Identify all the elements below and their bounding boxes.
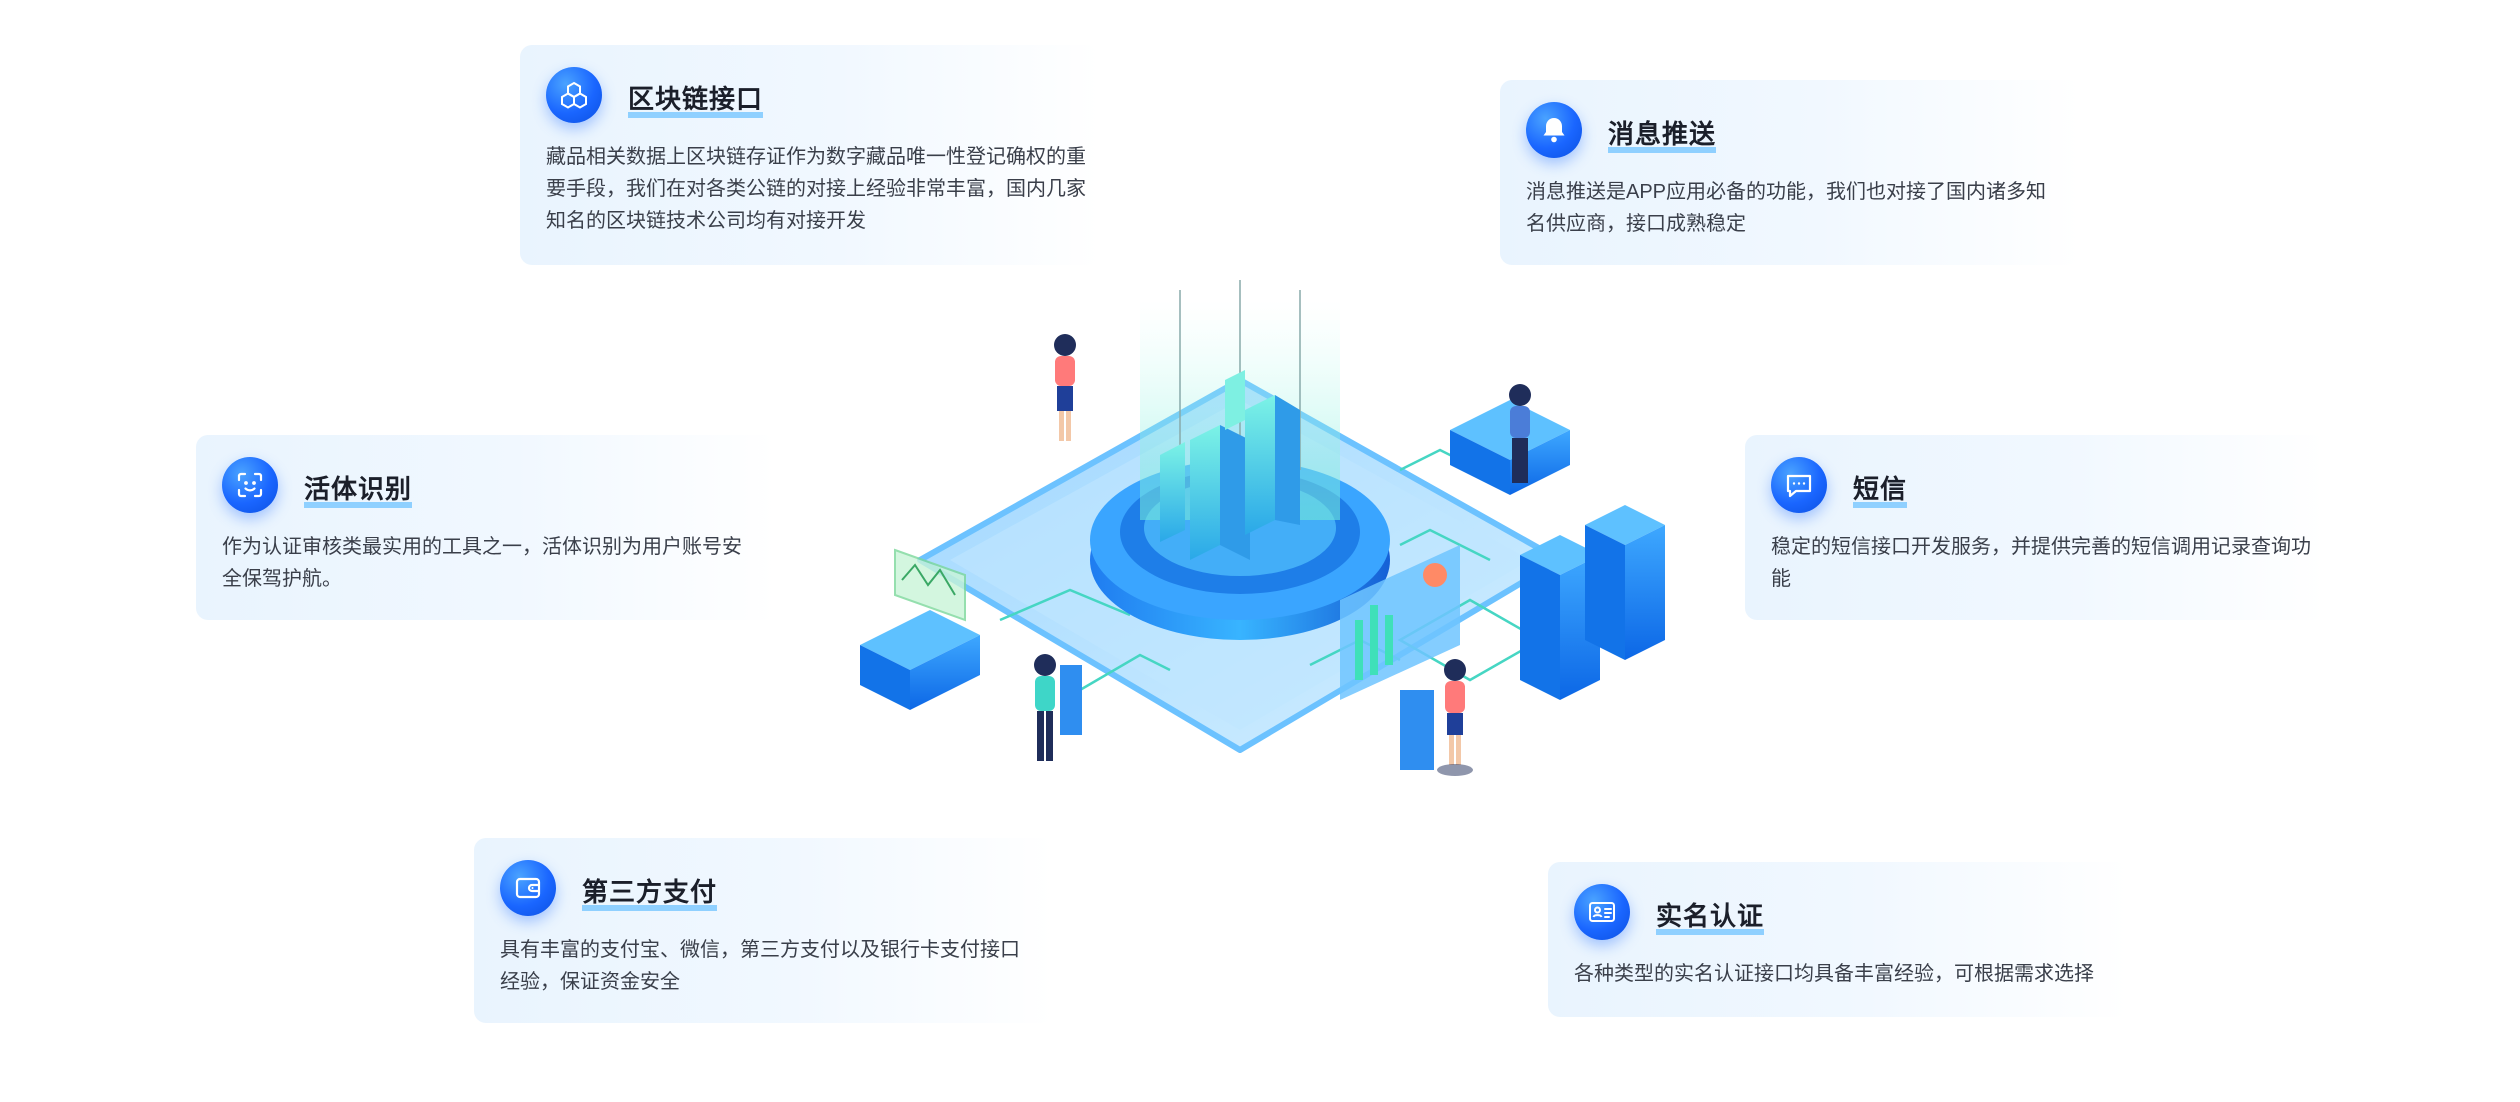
card-title: 消息推送 [1608,114,1717,153]
feature-card-realname: 实名认证 各种类型的实名认证接口均具备丰富经验，可根据需求选择 [1548,862,2128,1017]
isometric-server-illustration [860,280,1665,776]
face-scan-icon [222,457,278,513]
card-description: 藏品相关数据上区块链存证作为数字藏品唯一性登记确权的重要手段，我们在对各类公链的… [546,146,1086,232]
person-top-left [1054,334,1076,441]
server-box-top-right [1450,384,1570,495]
bell-icon [1526,102,1582,158]
server-box-left [860,548,980,710]
card-title: 实名认证 [1656,896,1765,935]
card-description: 作为认证审核类最实用的工具之一，活体识别为用户账号安全保驾护航。 [222,536,742,590]
card-description: 消息推送是APP应用必备的功能，我们也对接了国内诸多知名供应商，接口成熟稳定 [1526,181,2047,235]
chat-icon [1771,457,1827,513]
dashboard-panel [1340,545,1460,700]
card-description: 具有丰富的支付宝、微信，第三方支付以及银行卡支付接口经验，保证资金安全 [500,939,1020,993]
data-towers [1160,370,1300,560]
card-description: 各种类型的实名认证接口均具备丰富经验，可根据需求选择 [1574,963,2094,985]
card-title: 短信 [1853,469,1908,508]
feature-card-sms: 短信 稳定的短信接口开发服务，并提供完善的短信调用记录查询功能 [1745,435,2325,620]
wallet-icon [500,860,556,916]
feature-card-blockchain: 区块链接口 藏品相关数据上区块链存证作为数字藏品唯一性登记确权的重要手段，我们在… [520,45,1100,265]
person-bottom-left [1034,654,1082,761]
feature-card-liveness: 活体识别 作为认证审核类最实用的工具之一，活体识别为用户账号安全保驾护航。 [196,435,776,620]
card-title: 区块链接口 [628,79,764,118]
blockchain-icon [546,67,602,123]
feature-card-payment: 第三方支付 具有丰富的支付宝、微信，第三方支付以及银行卡支付接口经验，保证资金安… [474,838,1054,1023]
person-bottom-right [1400,659,1473,776]
id-card-icon [1574,884,1630,940]
card-description: 稳定的短信接口开发服务，并提供完善的短信调用记录查询功能 [1771,536,2311,590]
card-title: 第三方支付 [582,872,718,911]
feature-card-push: 消息推送 消息推送是APP应用必备的功能，我们也对接了国内诸多知名供应商，接口成… [1500,80,2080,265]
card-title: 活体识别 [304,469,413,508]
server-racks-right [1520,505,1665,700]
